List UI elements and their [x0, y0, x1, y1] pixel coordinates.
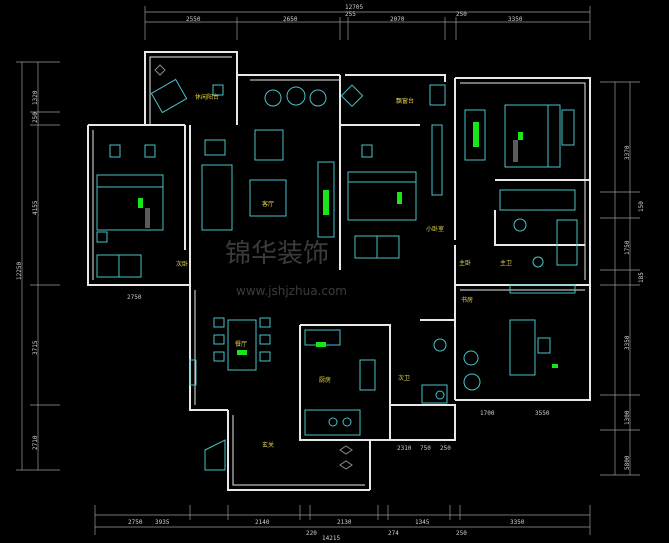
room-study-label: 书房	[461, 296, 473, 304]
dim-right-3: 1750	[624, 240, 631, 255]
dim-top-total: 12705	[345, 4, 363, 11]
room-bedroom-mid-label: 小卧室	[426, 225, 444, 233]
dim-right-1: 3370	[624, 145, 631, 160]
watermark: 锦华装饰 www.jshjzhua.com	[225, 239, 347, 298]
dim-inner-4: 2310	[397, 445, 412, 452]
dim-left-2: 250	[32, 112, 39, 123]
room-master-label: 主卧	[459, 259, 471, 267]
dim-bottom-5: 2130	[337, 519, 352, 526]
dim-right-5: 3350	[624, 335, 631, 350]
dim-bottom-9: 3350	[510, 519, 525, 526]
room-master-bath-label: 主卫	[500, 259, 512, 267]
room-bedroom-left-label: 次卧	[176, 260, 188, 268]
dim-inner-2: 1700	[480, 410, 495, 417]
room-entry-label: 玄关	[262, 441, 274, 449]
dimension-lines	[16, 6, 640, 535]
dim-bottom-2: 3935	[155, 519, 170, 526]
dim-bottom-6: 274	[388, 530, 399, 537]
dim-left-5: 2710	[32, 435, 39, 450]
dim-left-1: 1320	[32, 90, 39, 105]
dim-top-5: 250	[456, 11, 467, 18]
room-balcony-top-label: 休闲阳台	[195, 93, 219, 101]
room-bay-label: 飘窗台	[396, 97, 414, 105]
dimension-labels: 12705 2550 2650 255 2070 250 3350 2750 3…	[16, 4, 645, 542]
dim-right-4: 185	[638, 272, 645, 283]
dim-bottom-3: 2140	[255, 519, 270, 526]
dim-inner-1: 2750	[127, 294, 142, 301]
room-living-label: 客厅	[262, 200, 274, 208]
dim-inner-5: 750	[420, 445, 431, 452]
dim-bottom-7: 1345	[415, 519, 430, 526]
watermark-brand: 锦华装饰	[225, 239, 329, 269]
dim-bottom-total: 14215	[322, 535, 340, 542]
dim-top-2: 2650	[283, 16, 298, 23]
dim-right-7: 5800	[624, 455, 631, 470]
dim-top-6: 3350	[508, 16, 523, 23]
room-bath-label: 次卫	[398, 374, 410, 382]
dim-left-4: 3715	[32, 340, 39, 355]
watermark-url: www.jshjzhua.com	[236, 284, 347, 298]
dim-bottom-4: 220	[306, 530, 317, 537]
dim-top-4: 2070	[390, 16, 405, 23]
dim-top-3: 255	[345, 11, 356, 18]
dim-bottom-8: 250	[456, 530, 467, 537]
dim-right-6: 1300	[624, 410, 631, 425]
dim-left-total: 12250	[16, 262, 23, 280]
dim-inner-6: 250	[440, 445, 451, 452]
room-dining-label: 餐厅	[235, 340, 247, 348]
dim-inner-3: 3550	[535, 410, 550, 417]
dim-bottom-1: 2750	[128, 519, 143, 526]
room-labels: 休闲阳台 次卧 客厅 小卧室 飘窗台 主卧 主卫 书房 餐厅 厨房 次卫 玄关	[176, 93, 512, 449]
dim-right-2: 150	[638, 201, 645, 212]
furniture	[96, 64, 578, 471]
dim-left-3: 4155	[32, 200, 39, 215]
dim-top-1: 2550	[186, 16, 201, 23]
room-kitchen-label: 厨房	[319, 376, 331, 384]
walls	[87, 51, 591, 491]
